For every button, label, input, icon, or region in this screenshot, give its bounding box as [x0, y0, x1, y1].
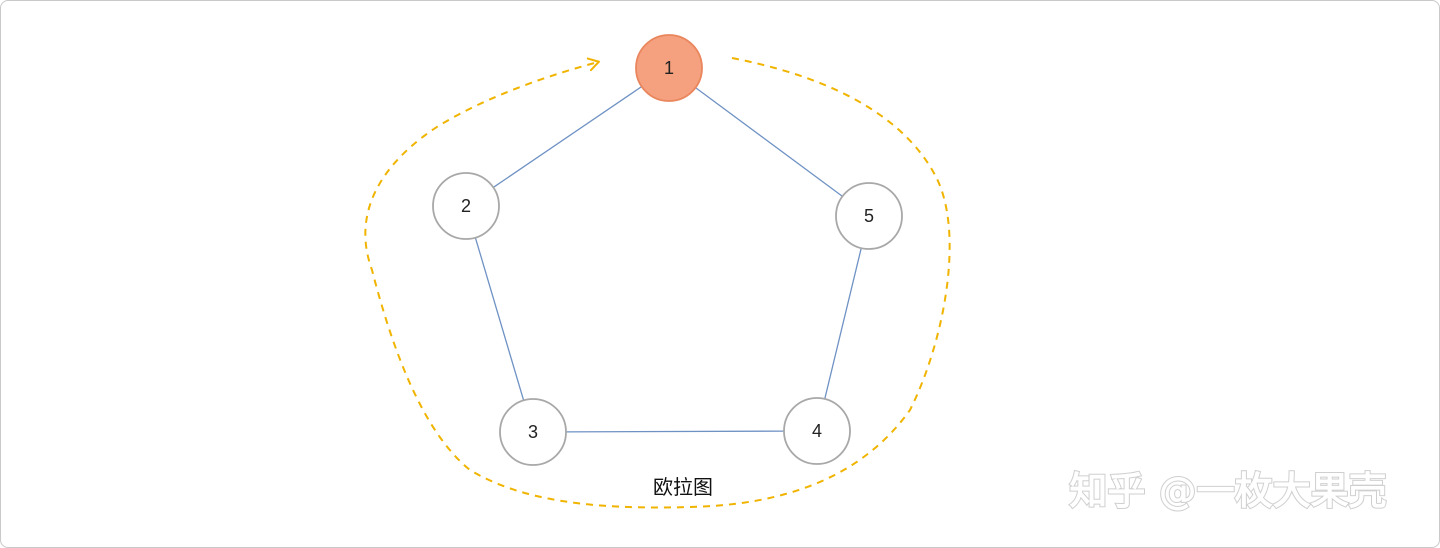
edge-4-5 [824, 247, 862, 400]
diagram-caption: 欧拉图 [653, 475, 713, 499]
node-label-3: 3 [528, 422, 538, 442]
edge-5-1 [695, 87, 843, 197]
zhihu-watermark: 知乎 @一枚大果壳 [1069, 469, 1386, 513]
graph-node-5: 5 [835, 182, 903, 250]
edge-3-4 [565, 430, 785, 433]
edge-2-3 [474, 237, 525, 401]
node-circle-2 [432, 172, 500, 240]
node-circle-5 [835, 182, 903, 250]
graph-node-1: 1 [635, 34, 703, 102]
node-circle-1 [635, 34, 703, 102]
graph-node-2: 2 [432, 172, 500, 240]
node-label-4: 4 [812, 421, 822, 441]
nodes-layer: 1 2 3 4 5 [432, 34, 903, 466]
euler-traversal-path [364, 57, 951, 509]
node-circle-4 [783, 397, 851, 465]
node-label-2: 2 [461, 196, 471, 216]
node-label-5: 5 [864, 206, 874, 226]
node-circle-3 [499, 398, 567, 466]
graph-node-4: 4 [783, 397, 851, 465]
edges-layer [474, 86, 862, 433]
graph-node-3: 3 [499, 398, 567, 466]
edge-1-2 [492, 86, 643, 188]
node-label-1: 1 [664, 58, 674, 78]
